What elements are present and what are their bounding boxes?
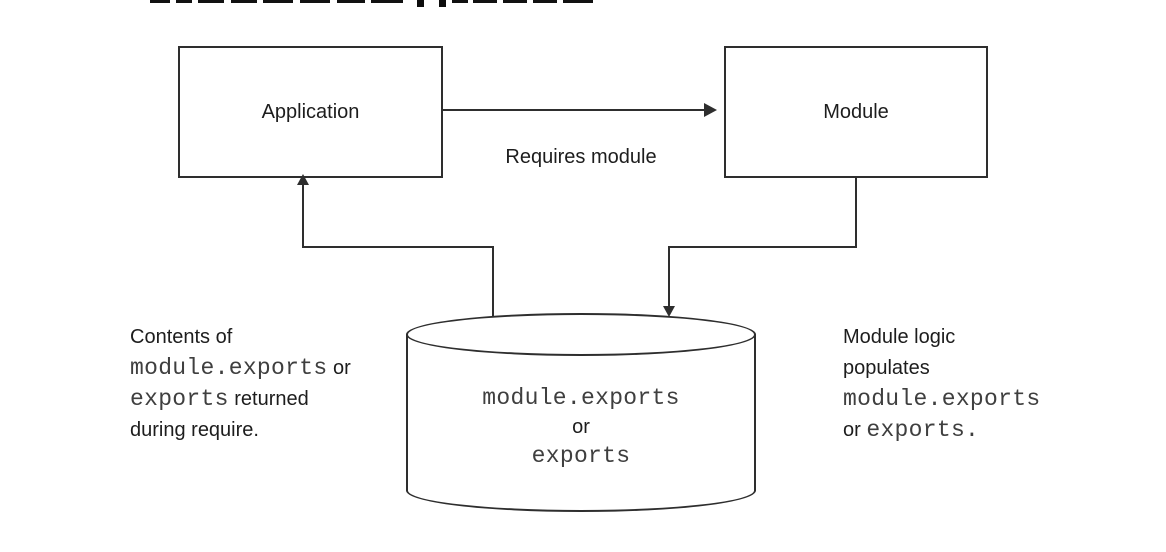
datastore-cylinder-body (406, 334, 756, 491)
cropped-title-fragments (0, 0, 1166, 8)
arrowhead-down-icon (663, 306, 675, 317)
descender-fragment (417, 0, 424, 7)
requires-edge-label: Requires module (505, 146, 657, 168)
populate-edge-vertical-segment (855, 174, 857, 248)
right-annotation: Module logic populates module.exports or… (843, 322, 1123, 446)
populate-edge-drop-segment (668, 246, 670, 308)
datastore-label-line1: module.exports (482, 385, 680, 411)
datastore-label-line2: or (572, 416, 590, 438)
requires-edge-line (439, 109, 706, 111)
right-annotation-line3: module.exports (843, 386, 1041, 412)
left-annotation: Contents of module.exports or exports re… (130, 322, 390, 446)
right-annotation-line4: or exports. (843, 417, 980, 443)
arrowhead-right-icon (704, 103, 717, 117)
populate-edge-horizontal-segment (668, 246, 857, 248)
return-edge-horizontal-segment (302, 246, 494, 248)
left-annotation-line2: module.exports or (130, 355, 351, 381)
datastore-label: module.exports or exports (406, 384, 756, 471)
left-annotation-line4: during require. (130, 419, 259, 441)
descender-fragment (439, 0, 446, 7)
right-annotation-line1: Module logic (843, 326, 956, 348)
arrowhead-up-icon (297, 174, 309, 185)
datastore-cylinder-top (406, 313, 756, 356)
module-node-label: Module (823, 100, 889, 123)
left-annotation-line3: exports returned (130, 386, 309, 412)
return-edge-vertical-segment (302, 184, 304, 248)
return-edge-drop-segment (492, 246, 494, 317)
application-node: Application (178, 46, 443, 178)
application-node-label: Application (261, 100, 360, 123)
datastore-label-line3: exports (531, 443, 631, 469)
left-annotation-line1: Contents of (130, 326, 233, 348)
right-annotation-line2: populates (843, 357, 930, 379)
module-node: Module (724, 46, 988, 178)
